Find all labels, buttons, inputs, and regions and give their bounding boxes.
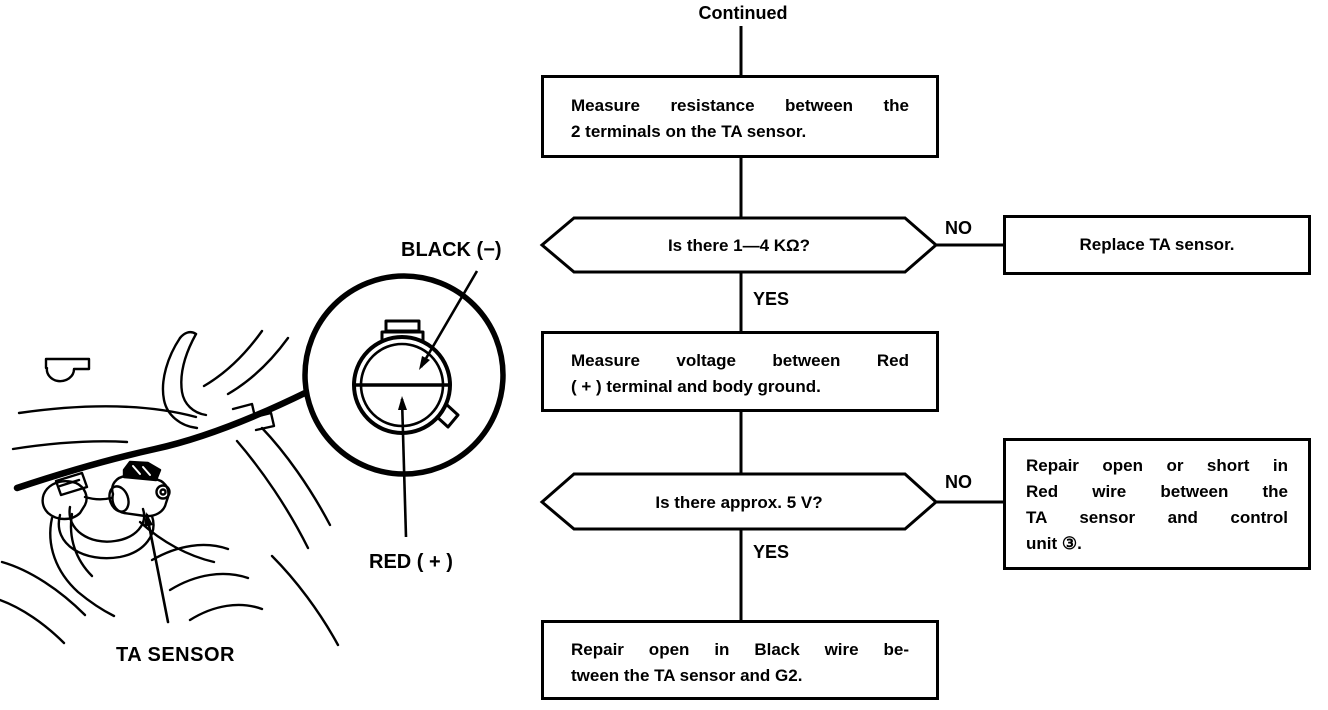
hood-clip: [44, 357, 91, 383]
step-measure-voltage: Measure voltage between Red ( + ) termin…: [541, 331, 939, 412]
ta-sensor-label: TA SENSOR: [116, 644, 235, 666]
step-measure-resistance: Measure resistance between the 2 termina…: [541, 75, 939, 158]
no-branch-label: NO: [945, 472, 972, 492]
magnifier-leader-line: [13, 388, 311, 492]
action-text-line: Repair open in Black wire be-: [571, 640, 909, 659]
step-text-line: ( + ) terminal and body ground.: [571, 377, 821, 396]
action-text-line: Red wire between the: [1026, 482, 1288, 501]
red-terminal-label: RED ( + ): [369, 551, 453, 573]
action-text-line: unit ③.: [1026, 534, 1082, 553]
action-text-line: tween the TA sensor and G2.: [571, 666, 803, 685]
step-text-line: 2 terminals on the TA sensor.: [571, 122, 807, 141]
action-repair-red-wire: Repair open or short in Red wire between…: [1003, 438, 1311, 570]
decision-voltage-question: Is there approx. 5 V?: [655, 493, 823, 512]
continued-label: Continued: [698, 3, 788, 23]
ta-sensor-pointer-line: [145, 513, 170, 624]
action-repair-black-wire: Repair open in Black wire be- tween the …: [541, 620, 939, 700]
flow-connectors: [739, 26, 1003, 620]
engine-line-art: [0, 329, 340, 647]
red-terminal-arrowhead: [398, 396, 407, 410]
black-terminal-arrowhead: [419, 356, 430, 370]
decision-voltage-shape: [539, 472, 939, 531]
action-text-line: TA sensor and control: [1026, 508, 1288, 527]
action-replace-ta-sensor: Replace TA sensor.: [1003, 215, 1311, 275]
step-text-line: Measure resistance between the: [571, 96, 909, 115]
yes-branch-label: YES: [753, 289, 790, 309]
action-text-line: Repair open or short in: [1026, 456, 1288, 475]
connector-lock-tab: [384, 319, 421, 333]
red-terminal-pointer-line: [400, 398, 408, 538]
action-text: Replace TA sensor.: [1079, 235, 1235, 254]
decision-resistance-question: Is there 1—4 KΩ?: [667, 236, 811, 255]
black-terminal-pointer-line: [419, 270, 479, 368]
no-branch-label: NO: [945, 218, 972, 238]
terminal-pointers: [398, 270, 479, 538]
ta-sensor-pointer-arrowhead: [144, 512, 153, 527]
yes-branch-label: YES: [753, 542, 790, 562]
black-terminal-label: BLACK (−): [401, 239, 502, 261]
decision-resistance-shape: [539, 216, 939, 274]
step-text-line: Measure voltage between Red: [571, 351, 909, 370]
